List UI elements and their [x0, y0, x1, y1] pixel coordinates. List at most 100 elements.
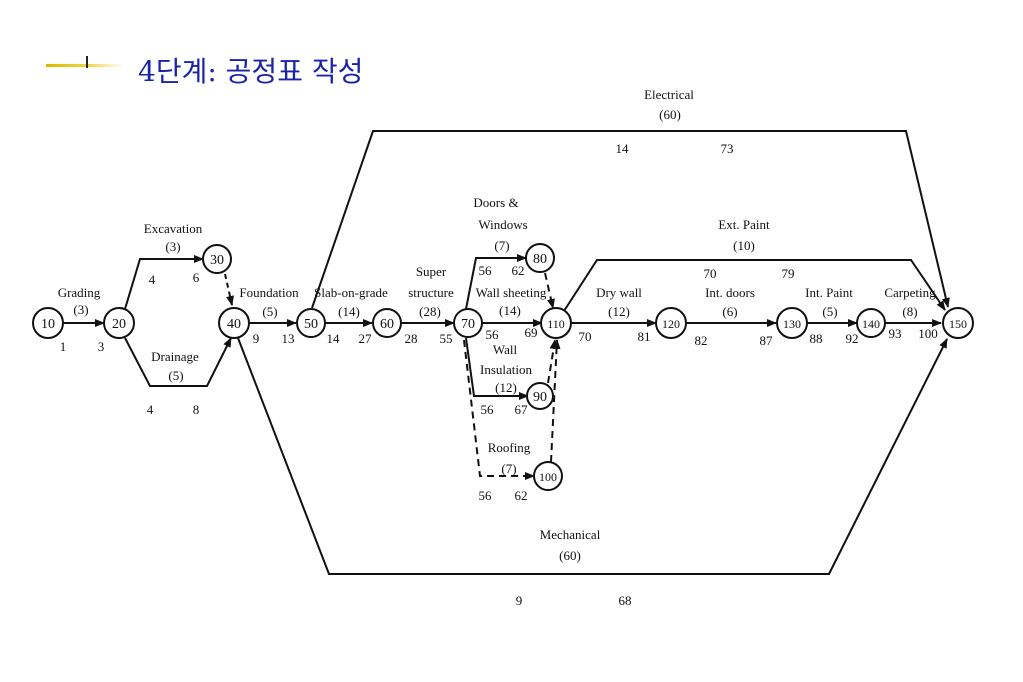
label-wall-insulation-es: 56 — [481, 402, 495, 417]
label-electrical-es: 14 — [616, 141, 630, 156]
node-label: 140 — [862, 317, 880, 331]
node-circle — [218, 307, 250, 339]
node-60: 60 — [372, 308, 402, 338]
node-circle — [372, 308, 402, 338]
label-super-name-1: Super — [416, 264, 447, 279]
label-electrical-ef: 73 — [721, 141, 734, 156]
label-int-doors-ef: 87 — [760, 333, 774, 348]
label-drainage-duration: (5) — [168, 368, 183, 383]
label-electrical-duration: (60) — [659, 107, 681, 122]
node-label: 10 — [41, 317, 55, 332]
label-mechanical-duration: (60) — [559, 548, 581, 563]
label-carpeting-ef: 100 — [918, 326, 938, 341]
label-mechanical-name: Mechanical — [540, 527, 601, 542]
label-int-doors-duration: (6) — [722, 304, 737, 319]
label-ext-paint-name: Ext. Paint — [718, 217, 770, 232]
node-110: 110 — [540, 307, 572, 339]
label-mechanical-es: 9 — [516, 593, 523, 608]
node-label: 90 — [533, 390, 547, 405]
label-doors-es: 56 — [479, 263, 493, 278]
title-bullet-icon — [46, 56, 124, 68]
node-label: 120 — [662, 317, 680, 331]
label-grading-es: 1 — [60, 339, 67, 354]
node-80: 80 — [525, 243, 555, 273]
label-slab-name: Slab-on-grade — [314, 285, 388, 300]
label-doors-name-1: Doors & — [473, 195, 518, 210]
label-super-name-2: structure — [408, 285, 454, 300]
node-40: 40 — [218, 307, 250, 339]
label-grading-duration: (3) — [73, 302, 88, 317]
label-mechanical-ef: 68 — [619, 593, 632, 608]
node-circle — [776, 307, 808, 339]
node-circle — [453, 308, 483, 338]
node-70: 70 — [453, 308, 483, 338]
label-grading-name: Grading — [58, 285, 101, 300]
node-140: 140 — [856, 308, 886, 338]
node-90: 90 — [526, 382, 554, 410]
label-super-es: 28 — [405, 331, 418, 346]
node-30: 30 — [202, 244, 232, 274]
node-circle — [526, 382, 554, 410]
label-ext-paint-es: 70 — [704, 266, 717, 281]
label-wall-insulation-ef: 67 — [515, 402, 529, 417]
label-excavation-ef: 6 — [193, 270, 200, 285]
node-label: 50 — [304, 317, 318, 332]
node-label: 40 — [227, 317, 241, 332]
node-label: 130 — [783, 317, 801, 331]
node-label: 110 — [547, 317, 565, 331]
label-roofing-name: Roofing — [488, 440, 531, 455]
label-roofing-es: 56 — [479, 488, 493, 503]
arrow-electrical — [311, 130, 950, 309]
arrow-mechanical — [237, 337, 948, 575]
label-wall-insulation-name-1: Wall — [493, 342, 518, 357]
node-50: 50 — [296, 308, 326, 338]
label-int-paint-ef: 92 — [846, 331, 859, 346]
label-doors-ef: 62 — [512, 263, 525, 278]
node-circle — [655, 307, 687, 339]
arrow-ext-paint — [563, 259, 946, 312]
label-doors-duration: (7) — [494, 238, 509, 253]
label-wall-sheeting-duration: (14) — [499, 303, 521, 318]
label-dry-wall-es: 70 — [579, 329, 592, 344]
label-excavation-duration: (3) — [165, 239, 180, 254]
node-130: 130 — [776, 307, 808, 339]
arrow-dummy-100-110 — [550, 339, 561, 463]
node-label: 20 — [112, 317, 126, 332]
label-foundation-duration: (5) — [262, 304, 277, 319]
label-int-doors-es: 82 — [695, 333, 708, 348]
node-label: 60 — [380, 317, 394, 332]
label-super-duration: (28) — [419, 304, 441, 319]
node-150: 150 — [942, 307, 974, 339]
label-roofing-duration: (7) — [501, 461, 516, 476]
label-slab-es: 14 — [327, 331, 341, 346]
label-excavation-es: 4 — [149, 272, 156, 287]
label-int-paint-es: 88 — [810, 331, 823, 346]
label-grading-ef: 3 — [98, 339, 105, 354]
node-circle — [202, 244, 232, 274]
arrow-dummy-30-40 — [224, 273, 234, 306]
label-drainage-ef: 8 — [193, 402, 200, 417]
arrow-doors-windows — [465, 254, 527, 310]
label-doors-name-2: Windows — [478, 217, 527, 232]
arrow-excavation — [124, 255, 204, 310]
label-ext-paint-ef: 79 — [782, 266, 795, 281]
label-super-ef: 55 — [440, 331, 453, 346]
node-10: 10 — [32, 307, 64, 339]
node-label: 80 — [533, 252, 547, 267]
label-carpeting-name: Carpeting — [884, 285, 936, 300]
node-120: 120 — [655, 307, 687, 339]
label-ext-paint-duration: (10) — [733, 238, 755, 253]
label-wall-sheeting-es: 56 — [486, 327, 500, 342]
arrow-dummy-90-110 — [547, 339, 558, 384]
label-foundation-ef: 13 — [282, 331, 295, 346]
node-circle — [533, 461, 563, 491]
label-slab-ef: 27 — [359, 331, 373, 346]
node-circle — [32, 307, 64, 339]
arrow-dummy-80-110 — [544, 272, 555, 309]
label-roofing-ef: 62 — [515, 488, 528, 503]
label-excavation-name: Excavation — [144, 221, 203, 236]
label-dry-wall-duration: (12) — [608, 304, 630, 319]
label-carpeting-duration: (8) — [902, 304, 917, 319]
label-wall-insulation-duration: (12) — [495, 380, 517, 395]
label-dry-wall-ef: 81 — [638, 329, 651, 344]
